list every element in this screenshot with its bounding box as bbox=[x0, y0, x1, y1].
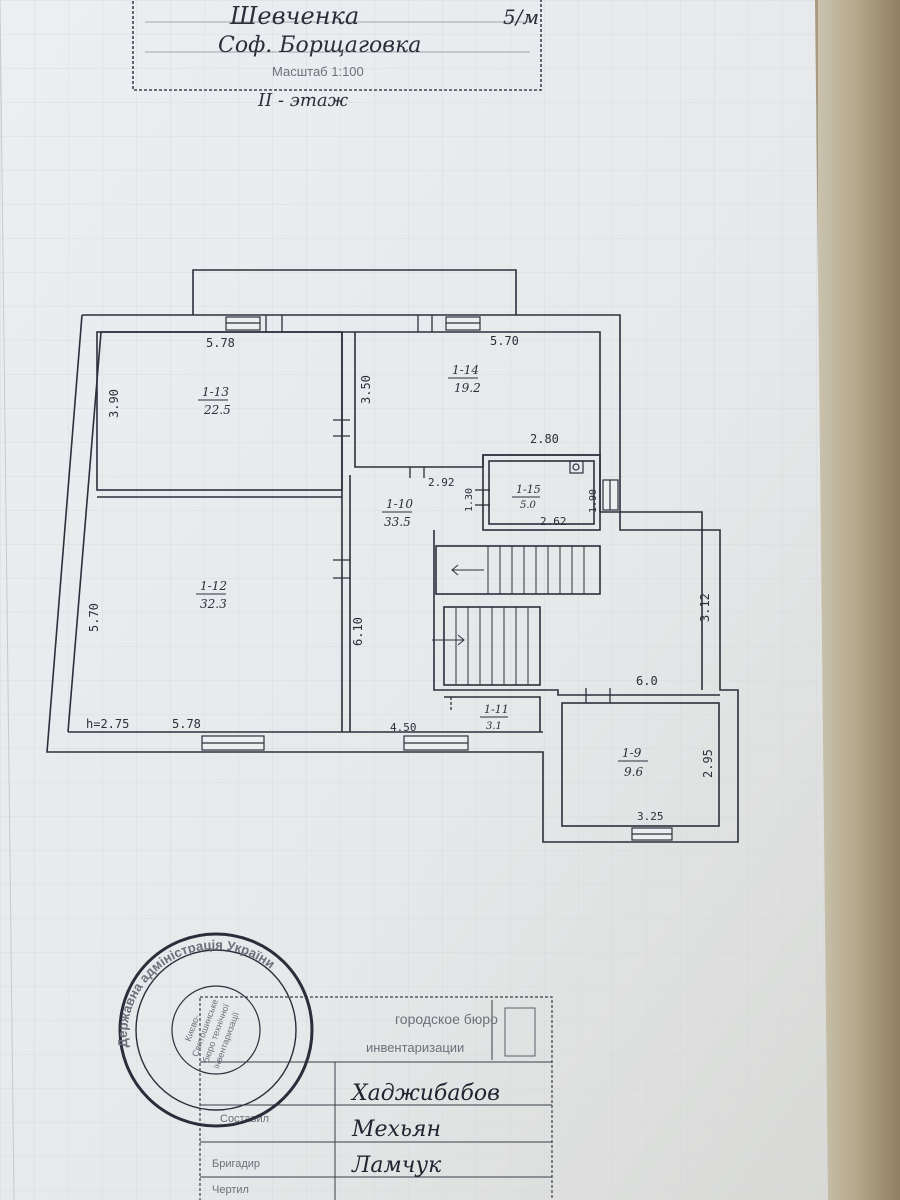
svg-text:1.30: 1.30 bbox=[464, 488, 475, 512]
svg-text:22.5: 22.5 bbox=[203, 403, 231, 417]
svg-text:1-13: 1-13 bbox=[202, 385, 229, 399]
svg-text:32.3: 32.3 bbox=[200, 597, 227, 611]
street-name: Шевченка bbox=[229, 2, 359, 30]
city-name: Соф. Борщаговка bbox=[218, 33, 421, 58]
svg-text:5.0: 5.0 bbox=[520, 500, 537, 511]
svg-text:2.62: 2.62 bbox=[540, 515, 567, 528]
room-1-9 bbox=[561, 702, 720, 827]
svg-text:3.1: 3.1 bbox=[486, 721, 502, 732]
signature-1: Хаджибабов bbox=[350, 1081, 500, 1106]
label-foreman: Бригадир bbox=[212, 1158, 260, 1170]
room-1-11 bbox=[444, 696, 541, 732]
svg-text:h=2.75: h=2.75 bbox=[86, 717, 129, 731]
header-stamp: Шевченка 5/м Соф. Борщаговка Масштаб 1:1… bbox=[132, 0, 542, 91]
office-sub-label: инвентаризации bbox=[366, 1040, 464, 1055]
svg-text:3.25: 3.25 bbox=[637, 810, 664, 823]
signature-2: Мехьян bbox=[351, 1117, 441, 1142]
svg-text:3.12: 3.12 bbox=[698, 593, 712, 622]
stair-upper bbox=[435, 545, 601, 595]
svg-text:2.95: 2.95 bbox=[701, 749, 715, 778]
svg-text:1-10: 1-10 bbox=[386, 497, 413, 511]
scale-label: Масштаб 1:100 bbox=[272, 64, 364, 79]
label-drew: Чертил bbox=[212, 1184, 249, 1196]
svg-text:5.70: 5.70 bbox=[87, 603, 101, 632]
svg-text:1.90: 1.90 bbox=[588, 489, 599, 513]
floor-plan bbox=[46, 269, 739, 843]
signature-3: Ламчук bbox=[351, 1153, 442, 1178]
svg-text:6.10: 6.10 bbox=[351, 617, 365, 646]
svg-text:1-12: 1-12 bbox=[200, 579, 227, 593]
svg-text:5.78: 5.78 bbox=[206, 336, 235, 350]
svg-text:3.50: 3.50 bbox=[359, 375, 373, 404]
svg-text:3.90: 3.90 bbox=[107, 389, 121, 418]
room-labels: 1-13 22.5 1-14 19.2 1-15 5.0 1-10 33.5 1… bbox=[196, 363, 648, 779]
stair-treads bbox=[432, 546, 585, 685]
table-surface bbox=[818, 0, 900, 1200]
svg-text:4.50: 4.50 bbox=[390, 721, 417, 734]
doors bbox=[265, 315, 611, 712]
svg-text:2.92: 2.92 bbox=[428, 476, 455, 489]
house-number: 5/м bbox=[503, 5, 539, 29]
paper-grid bbox=[0, 0, 828, 1200]
toilet-icon bbox=[569, 460, 584, 474]
svg-text:1-9: 1-9 bbox=[622, 746, 642, 760]
svg-text:6.0: 6.0 bbox=[636, 674, 658, 688]
svg-text:19.2: 19.2 bbox=[454, 381, 481, 395]
svg-text:1-15: 1-15 bbox=[516, 483, 541, 496]
svg-text:9.6: 9.6 bbox=[624, 765, 643, 779]
svg-text:33.5: 33.5 bbox=[384, 515, 411, 529]
floor-label: II - этаж bbox=[257, 90, 349, 111]
svg-text:2.80: 2.80 bbox=[530, 432, 559, 446]
room-1-15 bbox=[482, 454, 601, 531]
svg-text:1-11: 1-11 bbox=[484, 703, 509, 716]
title-block: городское бюро инвентаризации Составил Б… bbox=[199, 996, 553, 1200]
svg-text:5.70: 5.70 bbox=[490, 334, 519, 348]
svg-text:5.78: 5.78 bbox=[172, 717, 201, 731]
office-label: городское бюро bbox=[395, 1011, 498, 1027]
windows bbox=[201, 316, 673, 841]
paper-fold-line bbox=[0, 0, 15, 1200]
svg-text:1-14: 1-14 bbox=[452, 363, 479, 377]
dimension-labels: 5.78 5.70 3.90 3.50 2.80 2.92 1.30 1.90 … bbox=[86, 334, 715, 823]
